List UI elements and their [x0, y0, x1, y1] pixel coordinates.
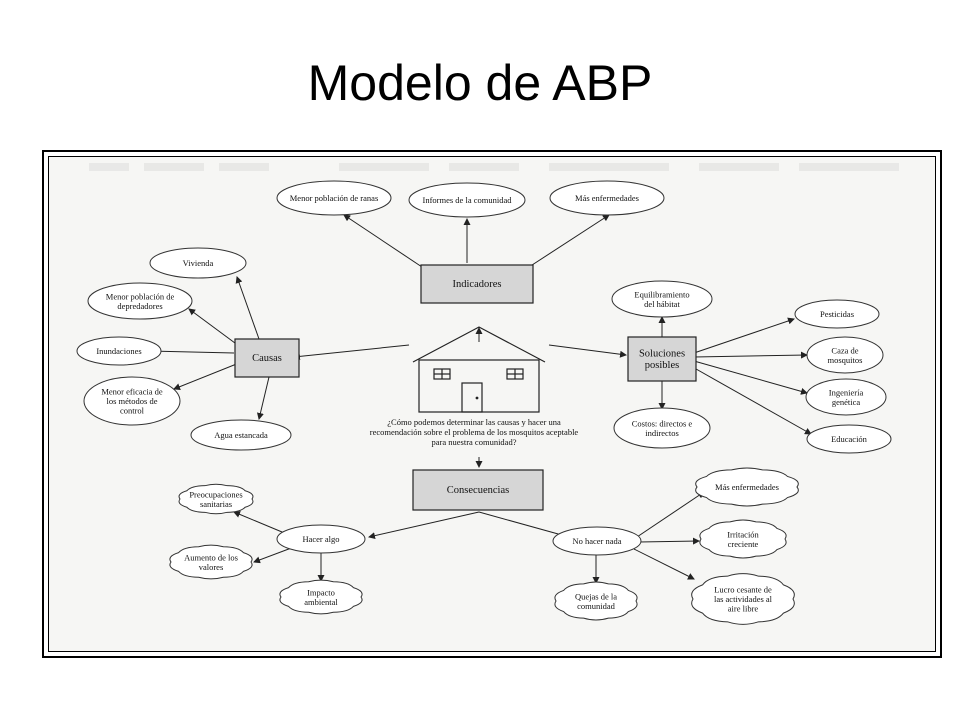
- box-indicadores-line-0: Indicadores: [453, 279, 502, 290]
- consecuencia-enfermedades-line-0: Más enfermedades: [715, 482, 779, 492]
- opcion-no-hacer-nada: No hacer nada: [552, 526, 642, 556]
- causa-inundaciones-line-0: Inundaciones: [96, 346, 141, 356]
- consecuencia-valores-line-1: valores: [199, 562, 224, 572]
- box-consecuencias: Consecuencias: [412, 469, 544, 511]
- nodes: ¿Cómo podemos determinar las causas y ha…: [76, 180, 892, 625]
- scan-artifacts: [89, 163, 899, 171]
- consecuencia-enfermedades: Más enfermedades: [695, 467, 799, 507]
- diagram-frame: ¿Cómo podemos determinar las causas y ha…: [42, 150, 942, 658]
- box-soluciones-line-1: posibles: [645, 360, 679, 371]
- solucion-ingenieria-line-1: genética: [832, 397, 861, 407]
- solucion-pesticidas-line-0: Pesticidas: [820, 309, 854, 319]
- causa-depredadores-line-0: Menor población de: [106, 291, 175, 301]
- causa-agua: Agua estancada: [190, 419, 292, 451]
- consecuencia-valores-line-0: Aumento de los: [184, 552, 238, 562]
- indicador-informes-line-0: Informes de la comunidad: [423, 195, 513, 205]
- consecuencia-irritacion-line-1: creciente: [728, 539, 759, 549]
- causa-inundaciones: Inundaciones: [76, 336, 162, 366]
- solucion-educacion: Educación: [806, 424, 892, 454]
- central-question-line-1: recomendación sobre el problema de los m…: [370, 427, 579, 437]
- indicador-enfermedades: Más enfermedades: [549, 180, 665, 216]
- indicador-informes: Informes de la comunidad: [408, 182, 526, 218]
- causa-metodos-line-2: control: [120, 406, 145, 416]
- box-causas: Causas: [234, 338, 300, 378]
- box-soluciones-line-0: Soluciones: [639, 348, 685, 359]
- solucion-ingenieria-line-0: Ingeniería: [829, 387, 864, 397]
- solucion-habitat-line-0: Equilibramiento: [634, 289, 689, 299]
- solucion-caza-line-1: mosquitos: [828, 355, 863, 365]
- arrows: [148, 214, 812, 584]
- consecuencia-irritacion-line-0: Irritación: [727, 529, 759, 539]
- consecuencia-lucro-line-2: aire libre: [728, 604, 759, 614]
- house-illustration: [412, 326, 546, 413]
- consecuencia-ambiental-line-1: ambiental: [304, 597, 338, 607]
- causa-agua-line-0: Agua estancada: [214, 430, 268, 440]
- solucion-costos-line-0: Costos: directos e: [632, 418, 693, 428]
- consecuencia-quejas-line-1: comunidad: [577, 601, 616, 611]
- central-question-line-2: para nuestra comunidad?: [432, 437, 517, 447]
- causa-vivienda-line-0: Vivienda: [183, 258, 214, 268]
- consecuencia-sanitarias-line-1: sanitarias: [200, 499, 232, 509]
- solucion-pesticidas: Pesticidas: [794, 299, 880, 329]
- solucion-educacion-line-0: Educación: [831, 434, 868, 444]
- solucion-caza-line-0: Caza de: [831, 345, 858, 355]
- causa-depredadores-line-1: depredadores: [117, 301, 162, 311]
- slide-title: Modelo de ABP: [307, 55, 653, 111]
- consecuencia-ambiental-line-0: Impacto: [307, 587, 335, 597]
- central-question-line-0: ¿Cómo podemos determinar las causas y ha…: [387, 417, 561, 427]
- box-causas-line-0: Causas: [252, 353, 282, 364]
- indicador-ranas-line-0: Menor población de ranas: [290, 193, 379, 203]
- indicador-enfermedades-line-0: Más enfermedades: [575, 193, 639, 203]
- consecuencia-lucro-line-1: las actividades al: [714, 594, 773, 604]
- solucion-costos-line-1: indirectos: [645, 428, 679, 438]
- diagram-canvas: ¿Cómo podemos determinar las causas y ha…: [48, 156, 936, 652]
- indicador-ranas: Menor población de ranas: [276, 180, 392, 216]
- consecuencia-sanitarias-line-0: Preocupaciones: [189, 489, 242, 499]
- box-consecuencias-line-0: Consecuencias: [447, 485, 509, 496]
- opcion-hacer-algo: Hacer algo: [276, 524, 366, 554]
- causa-metodos-line-1: los métodos de: [107, 396, 158, 406]
- opcion-hacer-algo-line-0: Hacer algo: [302, 534, 339, 544]
- causa-metodos-line-0: Menor eficacia de: [101, 387, 163, 397]
- concept-map: ¿Cómo podemos determinar las causas y ha…: [76, 163, 899, 625]
- central-question: ¿Cómo podemos determinar las causas y ha…: [370, 417, 579, 447]
- box-indicadores: Indicadores: [420, 264, 534, 304]
- solucion-habitat-line-1: del hábitat: [644, 299, 680, 309]
- consecuencia-lucro-line-0: Lucro cesante de: [714, 585, 772, 595]
- causa-vivienda: Vivienda: [149, 247, 247, 279]
- consecuencia-quejas-line-0: Quejas de la: [575, 591, 617, 601]
- opcion-no-hacer-nada-line-0: No hacer nada: [572, 536, 621, 546]
